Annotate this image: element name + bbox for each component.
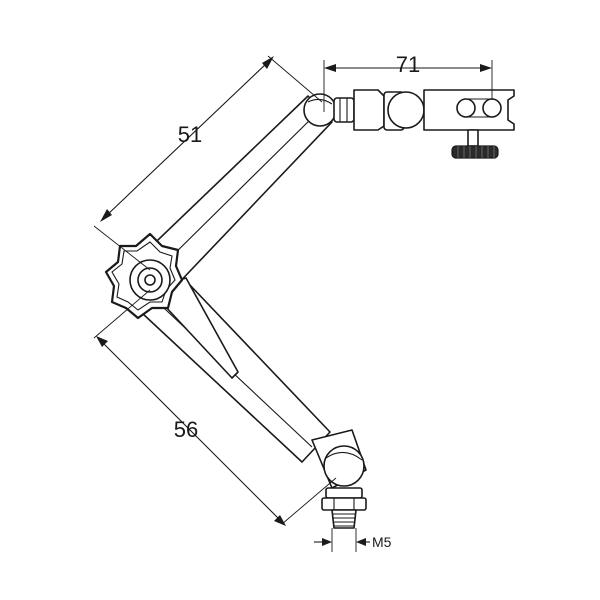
clamp-bore-right <box>482 98 502 118</box>
dimension-71: 71 <box>323 52 493 112</box>
threaded-stud-m5 <box>331 509 357 529</box>
dimension-51: 51 <box>93 55 323 271</box>
indicator-clamp <box>333 89 515 159</box>
dimension-label-m5: M5 <box>372 534 392 550</box>
dimension-label-51: 51 <box>178 122 202 147</box>
center-lock-knob <box>104 232 184 320</box>
base-joint <box>311 429 367 529</box>
clamp-thumb-screw <box>451 145 499 159</box>
hub-center-screw <box>144 274 156 286</box>
dimension-label-71: 71 <box>396 52 420 77</box>
upper-joint-ball <box>303 93 337 127</box>
dimension-m5: M5 <box>314 528 392 552</box>
clamp-swivel-ball <box>387 91 425 129</box>
hex-nut <box>325 487 363 499</box>
dimension-56: 56 <box>93 289 337 526</box>
clamp-bore-left <box>456 98 476 118</box>
dimension-label-56: 56 <box>174 417 198 442</box>
base-joint-ball <box>323 445 365 487</box>
